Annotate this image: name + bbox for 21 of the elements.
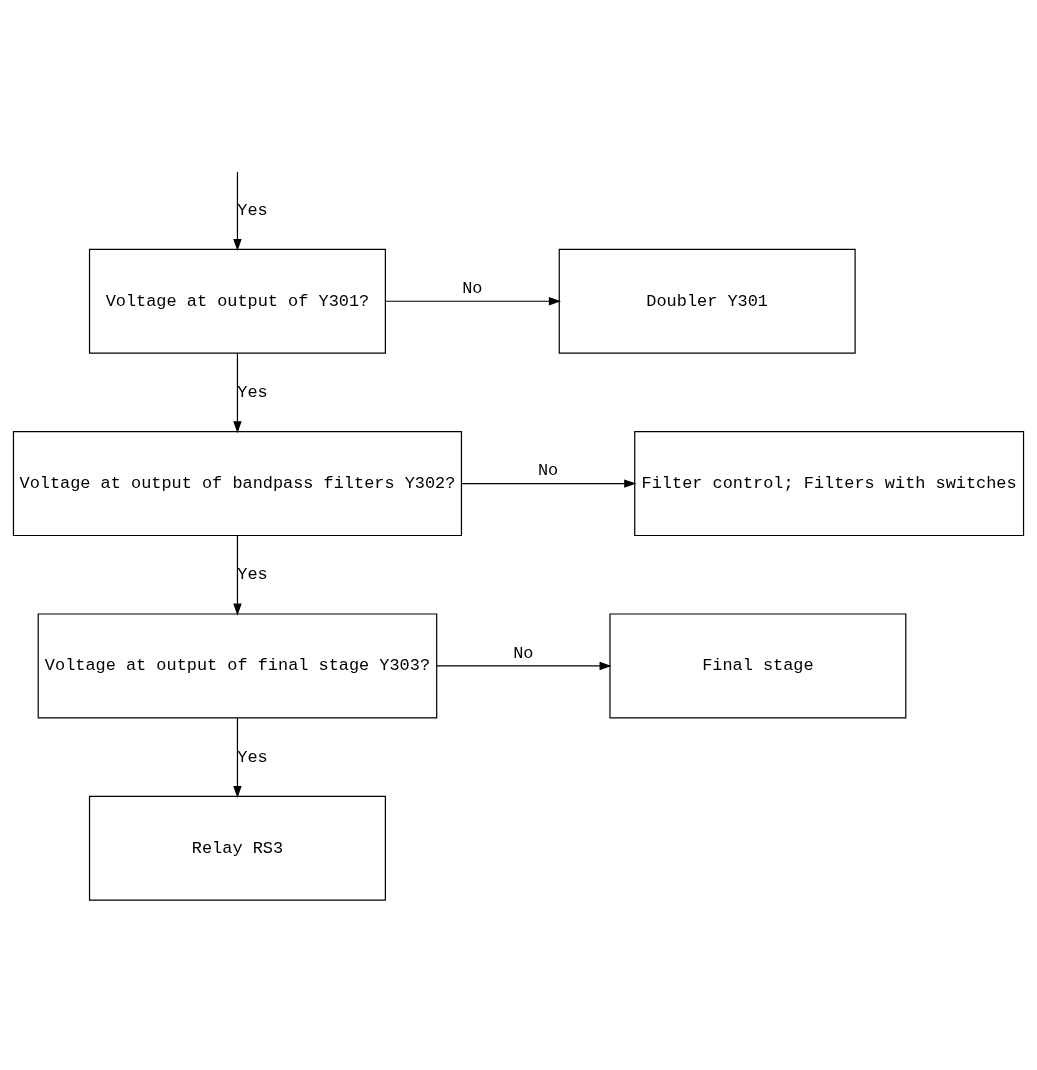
- arrow: [233, 171, 242, 251]
- arrow: [436, 661, 612, 670]
- node-box: Voltage at output of bandpass filters Y302?: [12, 430, 463, 536]
- arrow: [384, 296, 561, 305]
- node-box: Voltage at output of final stage Y303?: [37, 612, 438, 718]
- edge-label: Yes: [237, 747, 268, 767]
- arrow: [233, 534, 242, 616]
- arrow: [233, 352, 242, 433]
- edge-label: No: [537, 460, 559, 480]
- node-box: Doubler Y301: [558, 248, 856, 354]
- node-box: Final stage: [609, 612, 907, 718]
- edge-label: No: [513, 643, 534, 663]
- edge-label: Yes: [237, 564, 268, 584]
- arrow: [233, 717, 242, 798]
- node-box: Filter control; Filters with switches: [634, 430, 1025, 536]
- node-box: Voltage at output of Y301?: [88, 248, 386, 354]
- node-box: Relay RS3: [88, 795, 386, 901]
- edge-label: No: [462, 278, 483, 298]
- edge-label: Yes: [237, 382, 268, 402]
- edge-label: Yes: [237, 200, 268, 220]
- arrow: [460, 478, 637, 488]
